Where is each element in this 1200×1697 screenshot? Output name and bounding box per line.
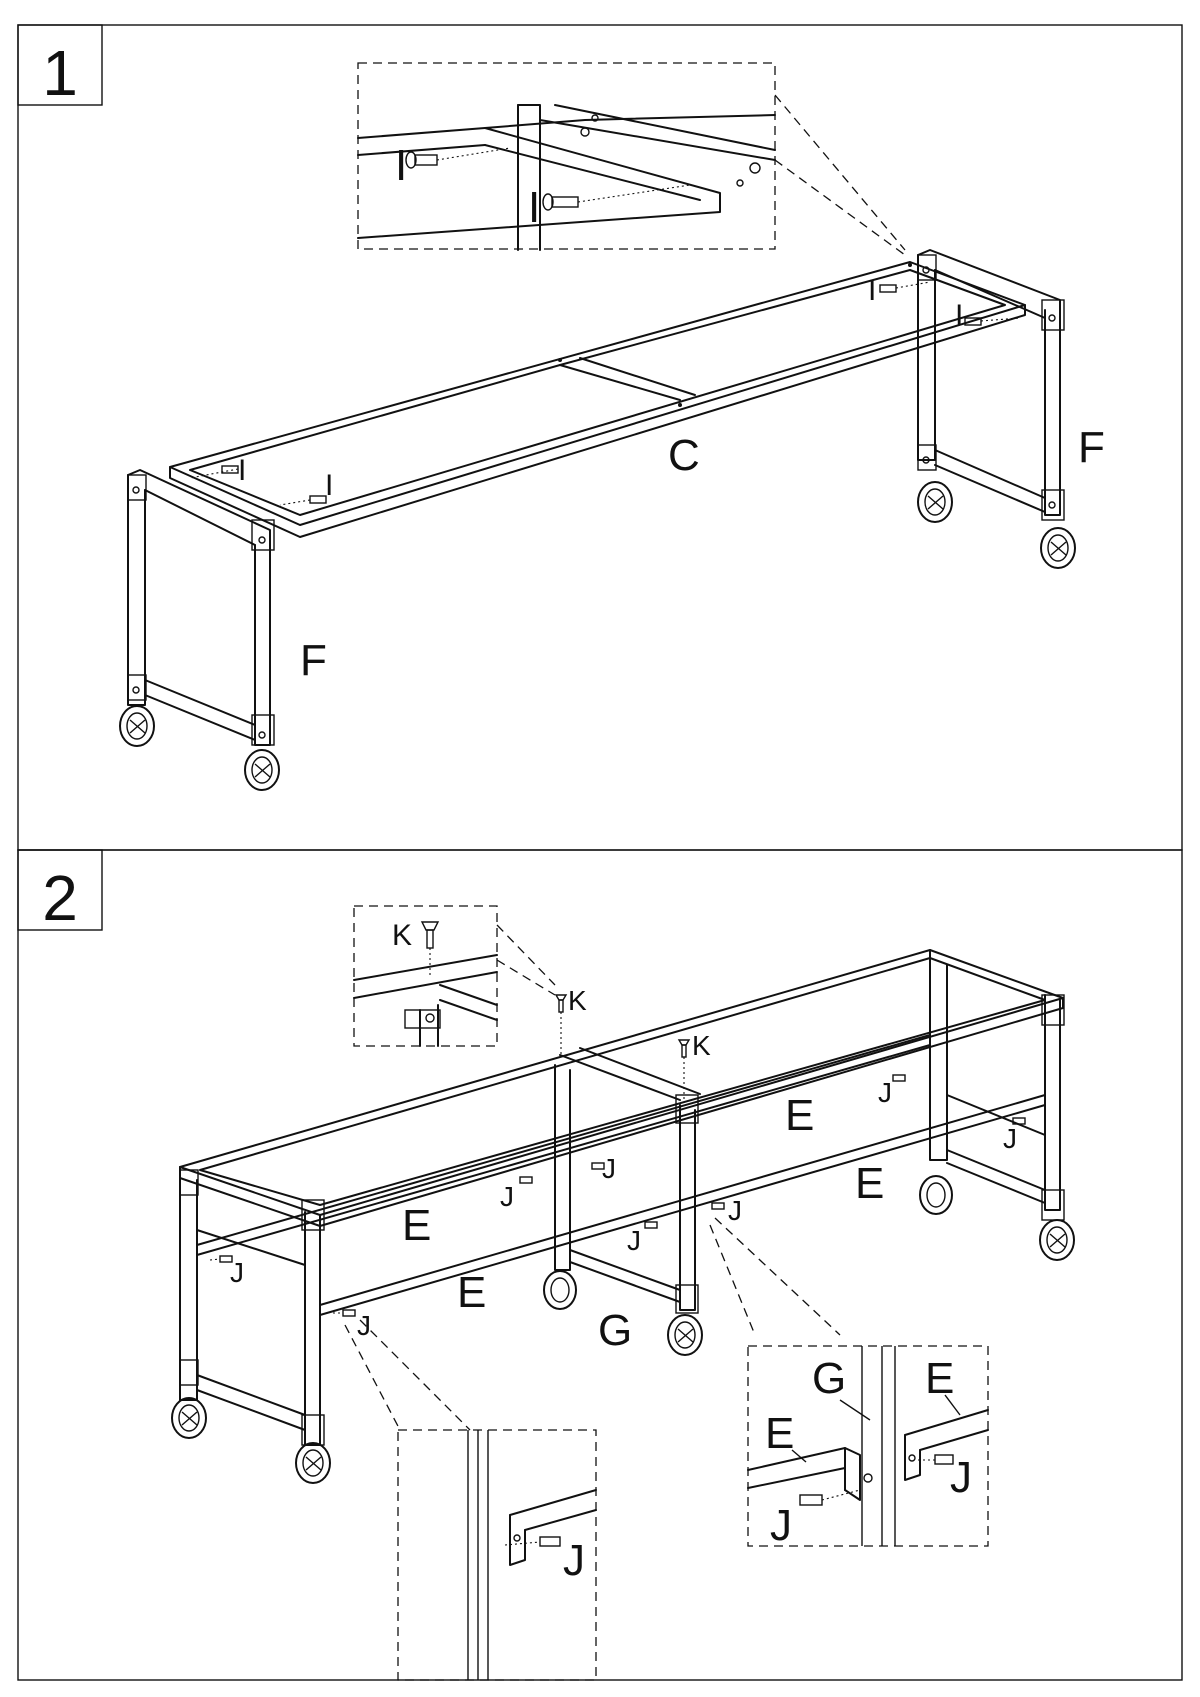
label-g: G bbox=[598, 1306, 632, 1355]
screw-i-right-a bbox=[879, 281, 931, 293]
screw-j bbox=[1012, 1117, 1026, 1125]
label-j: J bbox=[878, 1077, 892, 1108]
caster-wheel bbox=[667, 1314, 703, 1356]
rails-e bbox=[196, 1034, 1046, 1316]
label-j: J bbox=[500, 1181, 514, 1212]
step-1-number-box bbox=[17, 24, 103, 106]
step-2-detail-inset-k bbox=[353, 905, 556, 1047]
label-f: F bbox=[1078, 423, 1105, 472]
label-j: J bbox=[230, 1257, 244, 1288]
leg-frame-left bbox=[179, 1166, 325, 1446]
label-k: K bbox=[568, 985, 587, 1016]
leg-frame-f-right bbox=[917, 249, 1065, 521]
screw-j bbox=[711, 1202, 725, 1210]
screw-i-detail-upper bbox=[405, 147, 511, 169]
screw-i-left-a bbox=[189, 465, 239, 479]
screw-k-left bbox=[554, 994, 568, 1055]
label-i: I bbox=[325, 469, 333, 502]
middle-leg-frame-g bbox=[554, 1064, 699, 1314]
screw-j bbox=[333, 1309, 356, 1317]
caster-wheel bbox=[244, 749, 280, 791]
label-i: I bbox=[238, 454, 246, 487]
step-2-number-box bbox=[17, 849, 103, 931]
label-i: I bbox=[955, 299, 963, 332]
label-e: E bbox=[765, 1409, 794, 1458]
step-1-detail-inset bbox=[357, 62, 906, 256]
screw-i-detail-lower bbox=[542, 184, 691, 211]
screw-i-right-b bbox=[964, 317, 1021, 326]
screw-j bbox=[644, 1221, 658, 1229]
label-e: E bbox=[457, 1268, 486, 1317]
label-j: J bbox=[563, 1536, 585, 1585]
label-k: K bbox=[692, 1030, 711, 1061]
detail-inset-egj-right bbox=[747, 1345, 989, 1547]
label-j: J bbox=[602, 1153, 616, 1184]
label-j: J bbox=[627, 1225, 641, 1256]
frame-c bbox=[169, 261, 1026, 538]
label-j: J bbox=[1003, 1123, 1017, 1154]
detail-inset-j-left bbox=[397, 1429, 597, 1681]
label-e: E bbox=[855, 1159, 884, 1208]
label-j: J bbox=[770, 1501, 792, 1550]
label-k: K bbox=[392, 919, 412, 952]
label-g: G bbox=[812, 1354, 846, 1403]
screw-k-right bbox=[677, 1039, 691, 1100]
caster-wheel bbox=[1040, 527, 1076, 569]
label-j: J bbox=[728, 1195, 742, 1226]
step-1-number: 1 bbox=[42, 37, 78, 109]
screw-j bbox=[892, 1074, 906, 1082]
screw-i-left-b bbox=[279, 495, 327, 506]
label-i: I bbox=[528, 183, 540, 232]
caster-wheel bbox=[295, 1442, 331, 1484]
caster-wheel bbox=[543, 1270, 577, 1310]
screw-j bbox=[519, 1176, 533, 1184]
label-c: C bbox=[668, 431, 700, 480]
caster-wheel bbox=[171, 1397, 207, 1439]
label-e: E bbox=[925, 1354, 954, 1403]
screw-k-detail bbox=[420, 921, 440, 975]
step-2-panel: 2 K bbox=[17, 849, 1183, 1681]
label-f: F bbox=[300, 636, 327, 685]
caster-wheel bbox=[917, 481, 953, 523]
label-e: E bbox=[402, 1201, 431, 1250]
step-2-number: 2 bbox=[42, 862, 78, 934]
label-i: I bbox=[395, 141, 407, 190]
screw-j bbox=[209, 1255, 233, 1263]
leg-frame-f-left bbox=[127, 469, 275, 746]
label-j: J bbox=[357, 1310, 371, 1341]
caster-wheel bbox=[119, 705, 155, 747]
label-e: E bbox=[785, 1091, 814, 1140]
caster-wheel bbox=[919, 1175, 953, 1215]
label-j: J bbox=[950, 1453, 972, 1502]
screw-j bbox=[591, 1162, 605, 1170]
label-i: I bbox=[868, 274, 876, 307]
step-1-panel: 1 bbox=[17, 24, 1183, 851]
caster-wheel bbox=[1039, 1219, 1075, 1261]
